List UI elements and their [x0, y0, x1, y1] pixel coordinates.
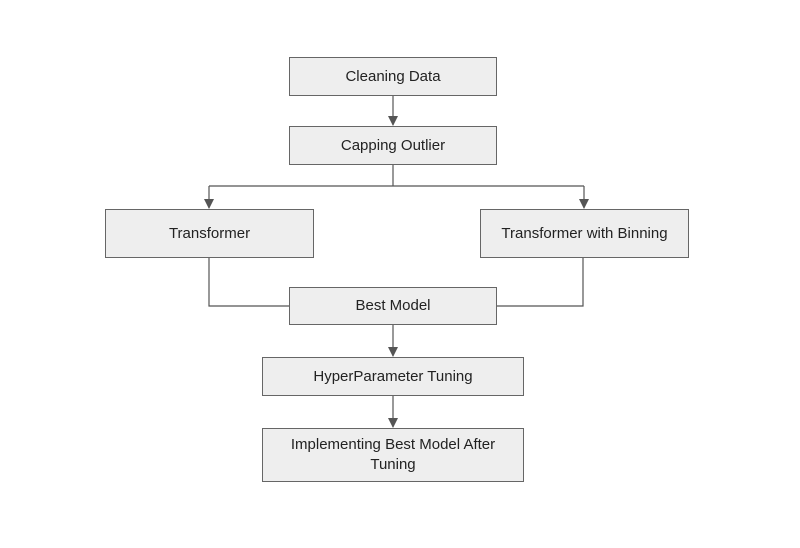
node-transformer-with-binning-label: Transformer with Binning — [501, 224, 668, 242]
node-capping-outlier: Capping Outlier — [289, 126, 497, 165]
node-best-model-label: Best Model — [355, 297, 431, 314]
node-implementing-best-model-label: Implementing Best Model After Tuning — [290, 436, 496, 473]
node-cleaning-data-label: Cleaning Data — [345, 67, 441, 85]
node-hyperparameter-tuning: HyperParameter Tuning — [262, 357, 524, 396]
connector-transformer-to-best — [208, 258, 289, 307]
node-transformer-with-binning: Transformer with Binning — [480, 209, 689, 258]
node-transformer-label: Transformer — [168, 224, 251, 242]
node-cleaning-data: Cleaning Data — [289, 57, 497, 96]
node-implementing-best-model: Implementing Best Model After Tuning — [262, 428, 524, 482]
node-capping-outlier-label: Capping Outlier — [340, 136, 446, 154]
node-transformer: Transformer — [105, 209, 314, 258]
node-best-model: Best Model — [289, 287, 497, 325]
node-hyperparameter-tuning-label: HyperParameter Tuning — [313, 367, 473, 385]
connector-binning-to-best — [497, 258, 584, 307]
